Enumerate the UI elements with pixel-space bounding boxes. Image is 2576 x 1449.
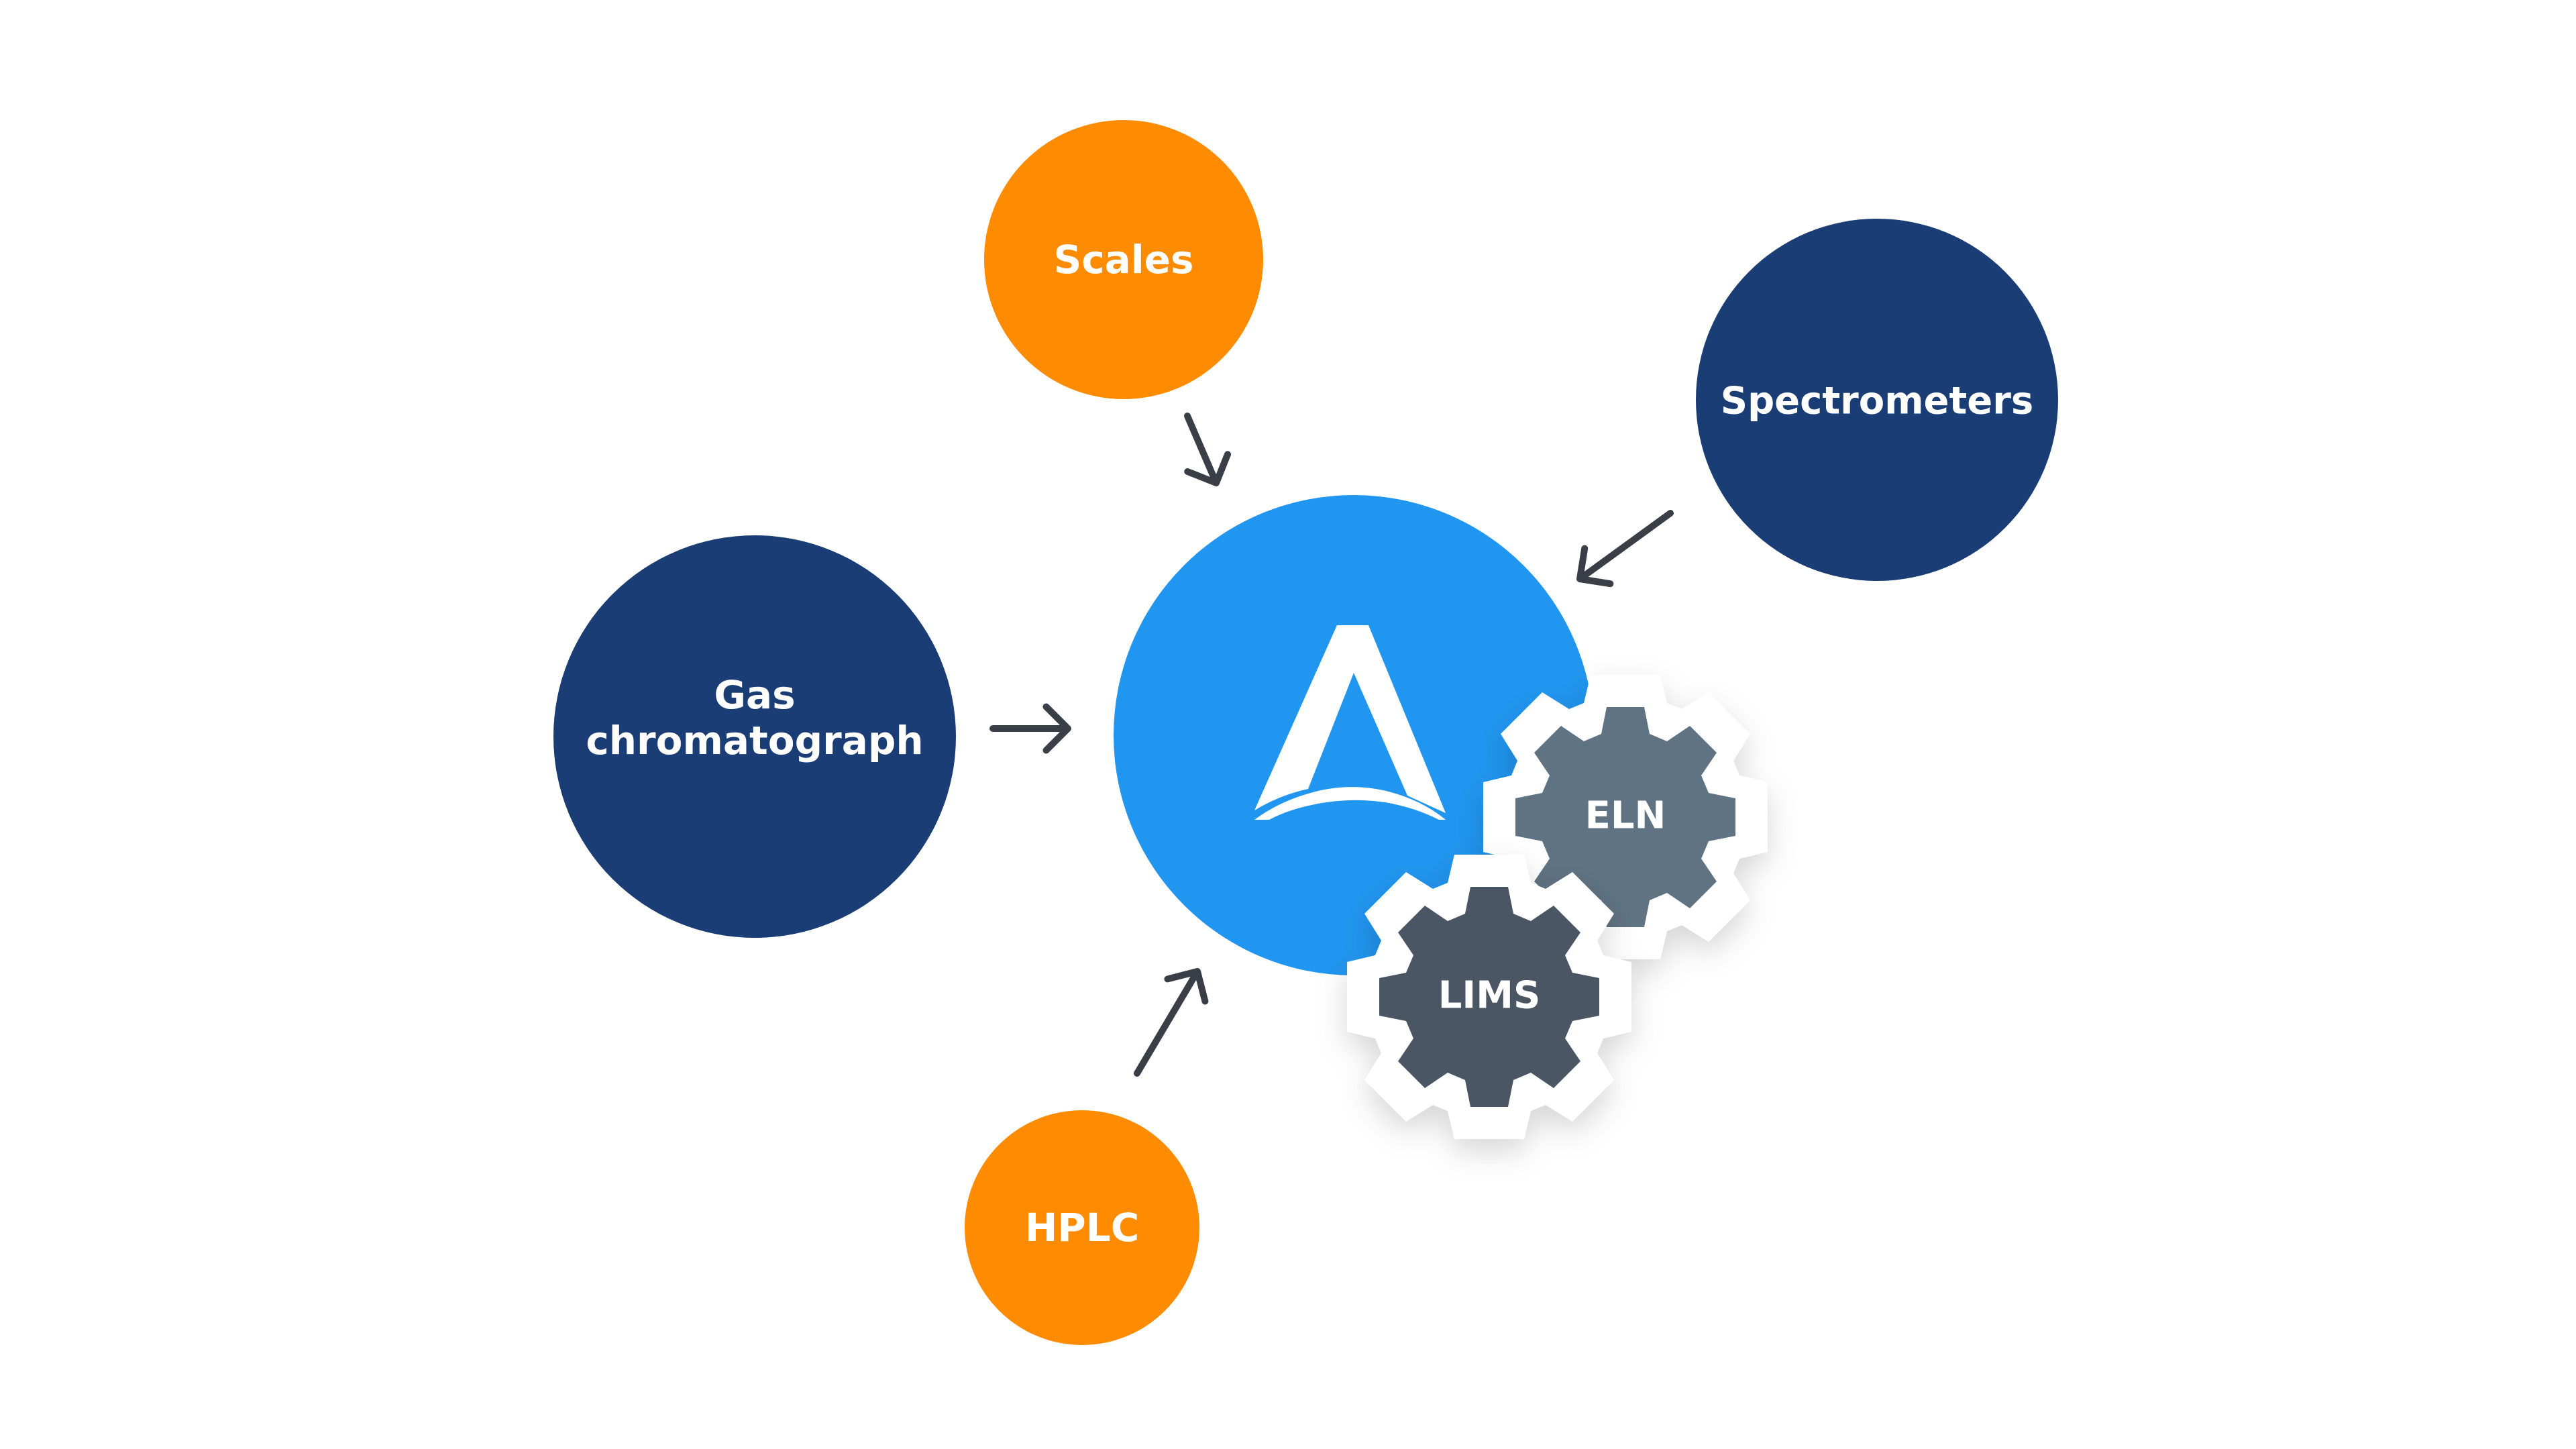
spectrometers-label: Spectrometers bbox=[1721, 380, 2033, 423]
hplc-node: HPLC bbox=[965, 1110, 1199, 1345]
gas-chromatograph-label-line1: Gas bbox=[714, 672, 795, 718]
spectrometers-circle bbox=[1696, 219, 2058, 581]
lims-label: LIMS bbox=[1438, 974, 1541, 1018]
hplc-label: HPLC bbox=[1025, 1205, 1140, 1250]
gas-chromatograph-circle bbox=[553, 535, 956, 938]
arrows-group bbox=[989, 413, 1674, 1077]
gas-chromatograph-label-line2: chromatograph bbox=[586, 718, 923, 763]
gas-chromatograph-node: Gas chromatograph bbox=[553, 535, 956, 938]
eln-label: ELN bbox=[1585, 794, 1666, 838]
spectrometers-node: Spectrometers bbox=[1696, 219, 2058, 581]
hplc-circle bbox=[965, 1110, 1199, 1345]
lims-gear: LIMS bbox=[1347, 855, 1631, 1139]
scales-label: Scales bbox=[1053, 237, 1193, 282]
eln-gear: ELN bbox=[1483, 675, 1768, 959]
arrow-hplc-to-center bbox=[1134, 968, 1209, 1077]
arrow-gas-chromatograph-to-center bbox=[989, 703, 1071, 754]
scales-node: Scales bbox=[984, 120, 1263, 399]
stylized-a-logo-icon bbox=[1254, 625, 1446, 820]
arrow-spectrometers-to-center bbox=[1576, 510, 1674, 588]
scales-circle bbox=[984, 120, 1263, 399]
arrow-scales-to-center bbox=[1184, 413, 1232, 486]
